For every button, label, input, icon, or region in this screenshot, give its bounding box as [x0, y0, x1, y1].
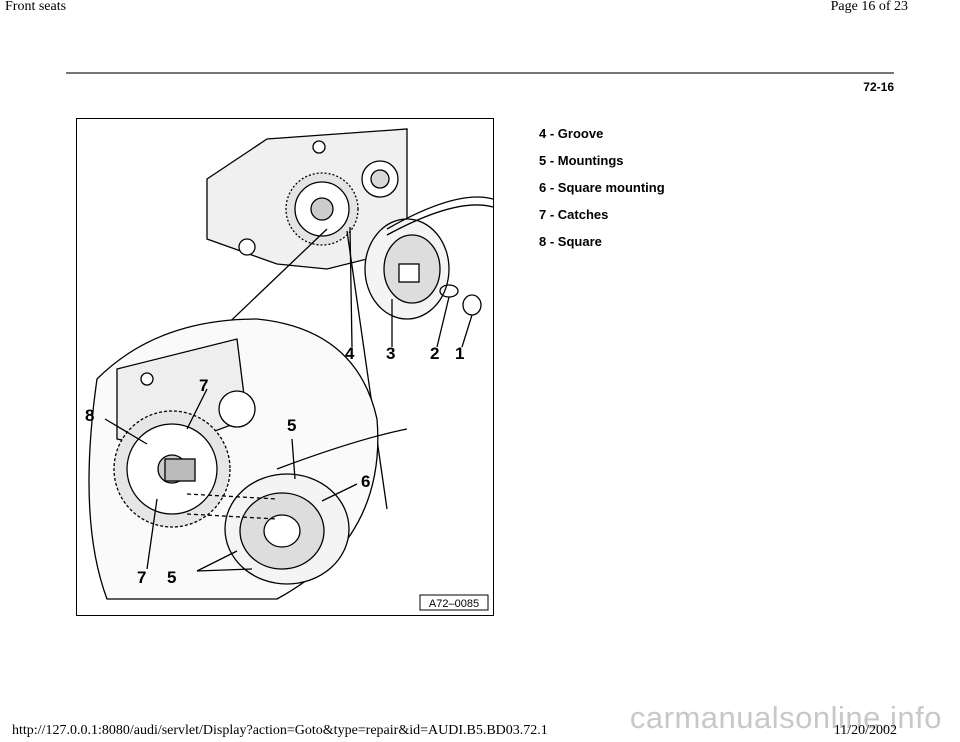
footer-url[interactable]: http://127.0.0.1:8080/audi/servlet/Displ…: [12, 723, 548, 738]
parts-legend: 4 - Groove 5 - Mountings 6 - Square moun…: [539, 124, 665, 259]
callout-8: 8: [85, 406, 94, 425]
watermark: carmanualsonline.info: [629, 700, 942, 735]
legend-item-square: 8 - Square: [539, 234, 602, 249]
seat-mechanism-drawing: 4 3 2 1 7 8 5 6 7 5 A72–0085: [85, 128, 494, 611]
legend-item-square-mounting: 6 - Square mounting: [539, 180, 665, 195]
header-divider: [66, 72, 894, 74]
figure-code: A72–0085: [429, 598, 479, 610]
exploded-view-figure: 4 3 2 1 7 8 5 6 7 5 A72–0085: [76, 118, 494, 616]
legend-item-mountings: 5 - Mountings: [539, 153, 624, 168]
callout-7-lower: 7: [137, 568, 146, 587]
callout-5-lower: 5: [167, 568, 176, 587]
document-title: Front seats: [5, 0, 67, 14]
page-counter: Page 16 of 23: [830, 0, 908, 14]
callout-7-upper: 7: [199, 376, 208, 395]
legend-item-groove: 4 - Groove: [539, 126, 604, 141]
legend-item-catches: 7 - Catches: [539, 207, 609, 222]
callout-1: 1: [455, 344, 464, 363]
callout-4: 4: [345, 344, 355, 363]
callout-3: 3: [386, 344, 395, 363]
callout-5-upper: 5: [287, 416, 296, 435]
page-code: 72-16: [863, 80, 894, 94]
footer-date: 11/20/2002: [833, 723, 897, 738]
callout-6: 6: [361, 472, 370, 491]
callout-2: 2: [430, 344, 439, 363]
